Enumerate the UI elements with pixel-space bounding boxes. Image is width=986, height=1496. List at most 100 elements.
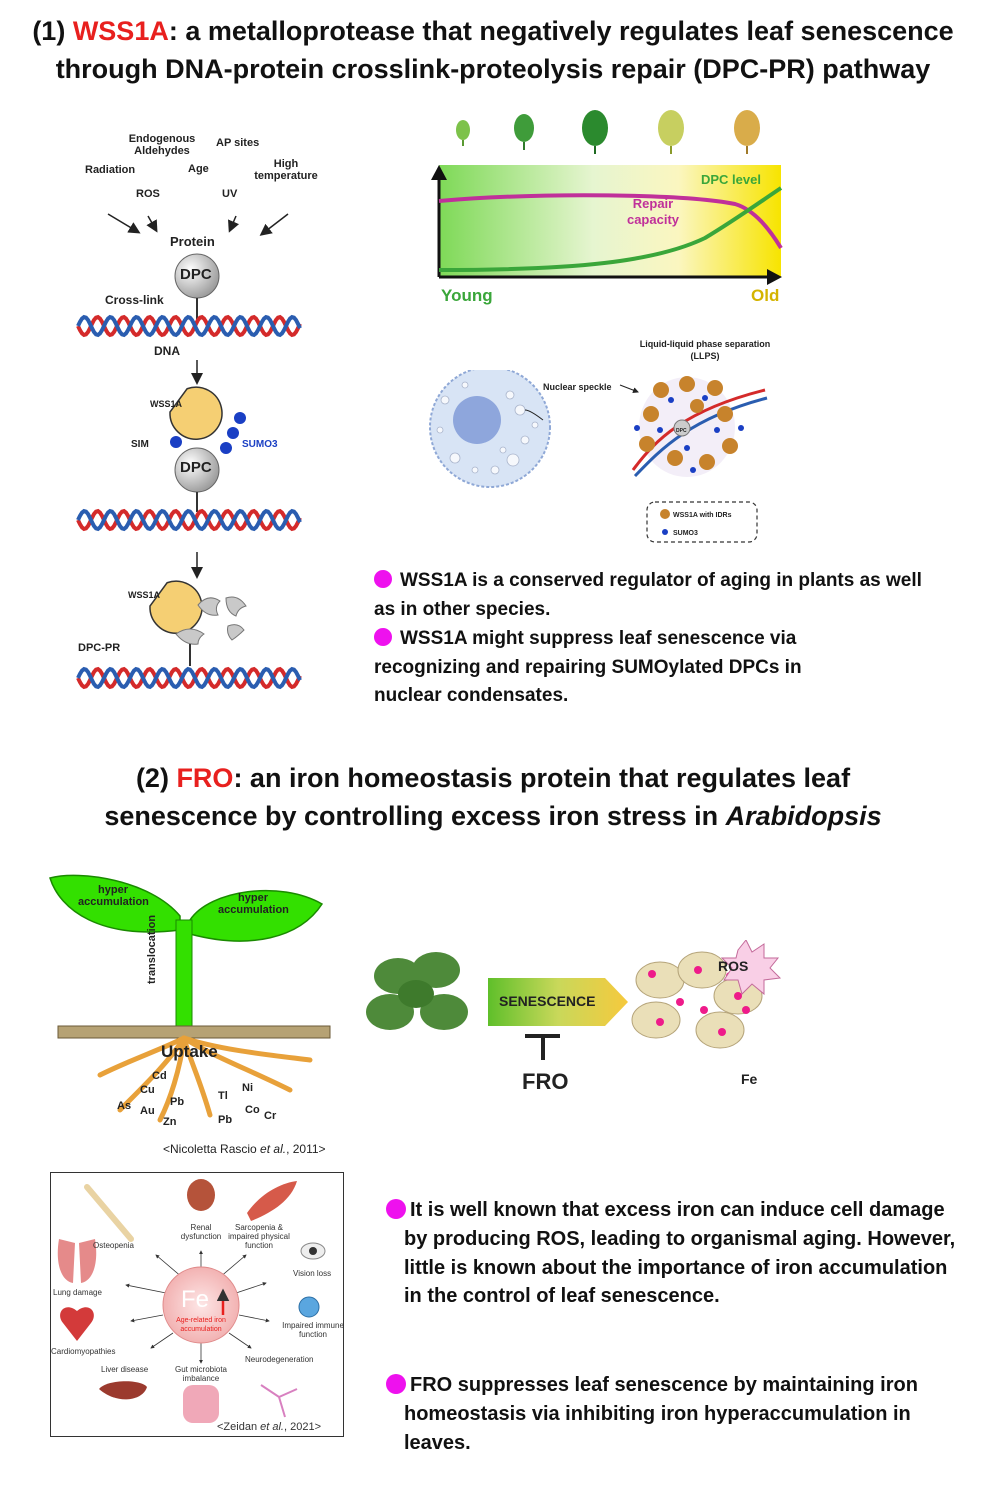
healthy-rosette xyxy=(366,952,468,1030)
young-label: Young xyxy=(441,286,493,305)
aging-chart-graphics xyxy=(431,110,783,285)
liver-disease-label: Liver disease xyxy=(101,1365,149,1374)
section2-bullet-1: It is well known that excess iron can in… xyxy=(386,1196,956,1311)
protein-label: Protein xyxy=(170,234,215,249)
dpc-label-2: DPC xyxy=(180,459,212,476)
legend-wss1a-label: WSS1A with IDRs xyxy=(673,512,732,519)
sumo-label: SUMO3 xyxy=(242,439,278,450)
stem xyxy=(175,919,193,1037)
metal-au: Au xyxy=(140,1105,155,1117)
leaf-3 xyxy=(582,110,608,146)
section2-title-line2: senescence by controlling excess iron st… xyxy=(104,801,882,831)
renal-label: Renal dysfunction xyxy=(180,1223,222,1241)
wss1a-pacman-2 xyxy=(149,580,203,634)
source-endogenous-aldehydes: Endogenous Aldehydes xyxy=(128,133,196,157)
sim-label: SIM xyxy=(131,439,149,450)
section2-bullet-2: FRO suppresses leaf senescence by mainta… xyxy=(386,1371,956,1457)
fragment xyxy=(225,596,247,617)
leaf-2 xyxy=(514,114,534,142)
legend-wss1a-icon xyxy=(660,509,670,519)
ros-label: ROS xyxy=(718,958,749,974)
llps-legend-box xyxy=(646,501,758,543)
arrow-ros xyxy=(146,215,158,233)
wss1a-label-1: WSS1A xyxy=(150,399,183,409)
arrow-high-temp xyxy=(259,213,289,236)
lung-damage-label: Lung damage xyxy=(53,1288,102,1297)
senescence-graphics xyxy=(366,940,782,1060)
source-radiation: Radiation xyxy=(85,164,136,176)
cardiomyopathies-label: Cardiomyopathies xyxy=(51,1347,116,1356)
section1-title-line2: through DNA-protein crosslink-proteolysi… xyxy=(55,54,931,84)
metal-zn: Zn xyxy=(163,1116,177,1128)
left-leaf xyxy=(49,874,181,933)
immune-label: Impaired immune function xyxy=(282,1321,344,1339)
soil xyxy=(57,1025,331,1039)
bone-icon xyxy=(84,1184,134,1242)
metal-cu: Cu xyxy=(140,1084,155,1096)
nucleolus xyxy=(453,396,501,444)
metal-cr: Cr xyxy=(264,1110,277,1122)
fe-center-circle xyxy=(162,1266,240,1344)
metal-pb-2: Pb xyxy=(218,1114,233,1126)
hyper-right-label: hyper accumulation xyxy=(218,892,289,916)
citation-zeidan: <Zeidan et al., 2021> xyxy=(217,1421,321,1433)
section1-title-key: WSS1A xyxy=(72,16,169,46)
leaf-4 xyxy=(658,110,684,146)
sumo-circle xyxy=(220,442,232,454)
dna-helix-3 xyxy=(76,666,302,690)
dpc-diagram-graphics xyxy=(76,213,302,690)
kidney-icon xyxy=(187,1179,215,1211)
section1-title-rest: : a metalloprotease that negatively regu… xyxy=(168,16,954,46)
repair-capacity-label: Repair capacity xyxy=(626,196,680,227)
plant-graphics xyxy=(49,874,331,1123)
fe-label: Fe xyxy=(741,1071,758,1087)
dna-label: DNA xyxy=(154,344,180,358)
llps-graphics xyxy=(429,370,768,543)
source-ap-sites: AP sites xyxy=(216,137,260,149)
metal-co: Co xyxy=(245,1104,260,1116)
metal-tl: Tl xyxy=(218,1090,228,1102)
source-age: Age xyxy=(188,163,209,175)
iron-figure-graphics xyxy=(57,1179,326,1423)
dpc-pr-label: DPC-PR xyxy=(78,642,121,654)
metal-ni: Ni xyxy=(242,1082,253,1094)
right-leaf xyxy=(189,889,324,942)
llps-dpc-label: DPC xyxy=(676,428,687,434)
uptake-label: Uptake xyxy=(161,1042,218,1061)
dpc-label-1: DPC xyxy=(180,266,212,283)
muscle-icon xyxy=(247,1181,297,1221)
dpc-level-curve xyxy=(438,186,783,272)
neurodegeneration-label: Neurodegeneration xyxy=(245,1355,314,1364)
liver-icon xyxy=(99,1381,147,1400)
gut-label: Gut microbiota imbalance xyxy=(174,1365,228,1383)
arrow-radiation xyxy=(107,213,141,234)
repair-capacity-curve xyxy=(438,193,783,250)
llps-title: Liquid-liquid phase separation (LLPS) xyxy=(639,339,771,361)
fragment xyxy=(197,597,221,616)
senescence-arrow xyxy=(488,978,628,1026)
nuclear-speckle-label: Nuclear speckle xyxy=(543,382,612,392)
senescence-label: SENESCENCE xyxy=(499,993,596,1009)
bullet-dot xyxy=(374,570,392,588)
intestine-icon xyxy=(183,1385,219,1423)
roots xyxy=(97,1035,313,1123)
section2-title-key: FRO xyxy=(176,763,234,793)
sumo-circle xyxy=(227,427,239,439)
fro-label: FRO xyxy=(522,1069,569,1094)
sumo3-cluster xyxy=(634,395,744,473)
fe-symbol: Fe xyxy=(181,1286,210,1313)
dna-helix-2 xyxy=(76,508,302,532)
speckles xyxy=(436,381,539,475)
legend-sumo-label: SUMO3 xyxy=(673,530,698,537)
legend-sumo-icon xyxy=(662,529,668,535)
dna-helix-1 xyxy=(76,314,302,338)
old-label: Old xyxy=(751,286,780,305)
fragment xyxy=(227,624,245,641)
llps-dpc-ball xyxy=(673,419,691,437)
metal-as: As xyxy=(117,1100,132,1112)
lung-icon xyxy=(57,1239,97,1283)
source-ros: ROS xyxy=(136,188,160,200)
leaf-old xyxy=(734,110,760,146)
wss1a-idr-cluster xyxy=(639,376,738,470)
ros-starburst xyxy=(720,940,782,996)
